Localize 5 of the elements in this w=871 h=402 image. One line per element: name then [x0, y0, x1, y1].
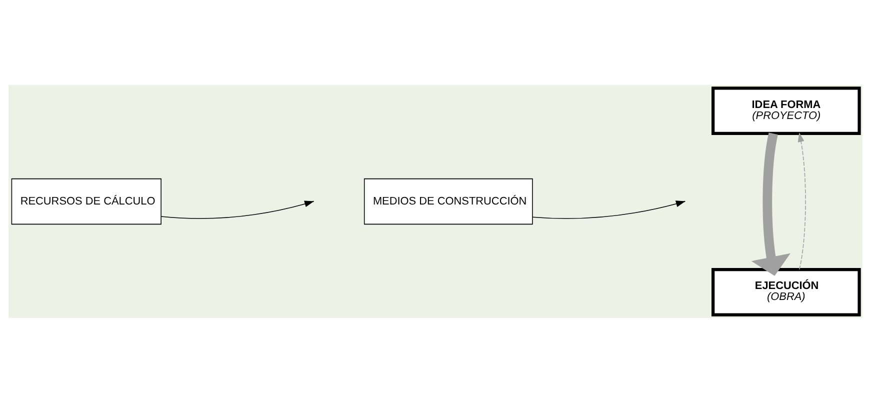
arrow	[798, 132, 806, 270]
node-box: EJECUCIÓN (OBRA)	[712, 267, 861, 316]
node-box: IDEA FORMA (PROYECTO)	[712, 86, 861, 135]
node-box: MEDIOS DE CONSTRUCCIÓN	[364, 178, 533, 224]
node-box: RECURSOS DE CÁLCULO	[11, 178, 162, 224]
